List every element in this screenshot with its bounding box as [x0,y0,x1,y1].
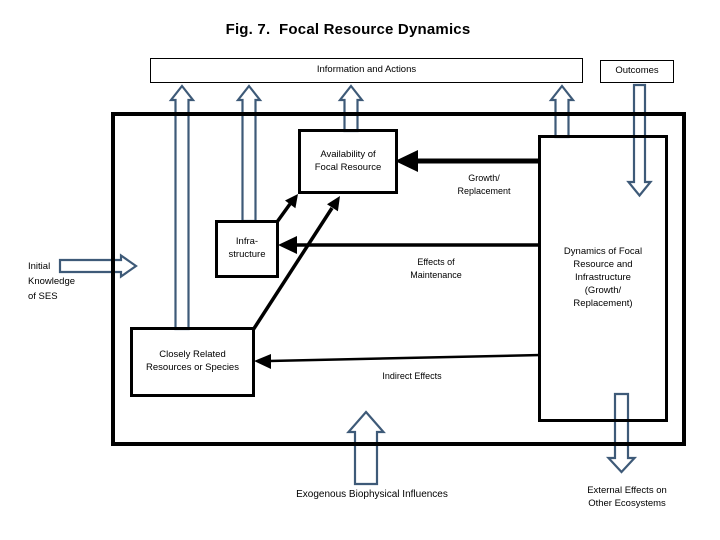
infrastructure-to-availability-arrow [275,194,298,224]
up-block-arrow-from-exogenous [346,410,386,486]
growth-replacement-arrow [395,150,541,172]
information-and-actions-box: Information and Actions [150,58,583,83]
availability-of-focal-resource-box: Availability of Focal Resource [298,129,398,194]
right-block-arrow-initial-knowledge [58,253,138,279]
growth-replacement-label: Growth/ Replacement [457,173,511,196]
dynamics-of-focal-resource-box: Dynamics of Focal Resource and Infrastru… [538,135,668,422]
system-boundary-box [111,112,686,446]
outcomes-box: Outcomes [600,60,674,83]
effects-of-maintenance-arrow [278,236,541,254]
initial-knowledge-label: Initial Knowledge of SES [28,261,76,303]
external-effects-label: External Effects on Other Ecosystems [587,485,667,510]
closely-related-to-availability-arrow [251,196,340,331]
infrastructure-box: Infra- structure [215,220,279,278]
effects-of-maintenance-label: Effects of Maintenance [410,257,462,280]
closely-related-resources-box: Closely Related Resources or Species [130,327,255,397]
exogenous-biophysical-influences-label: Exogenous Biophysical Influences [296,489,448,500]
figure-title: Fig. 7. Focal Resource Dynamics [225,21,471,38]
indirect-effects-label: Indirect Effects [382,371,442,381]
indirect-effects-arrow [254,353,542,369]
down-block-arrow-to-external-effects [605,392,638,474]
